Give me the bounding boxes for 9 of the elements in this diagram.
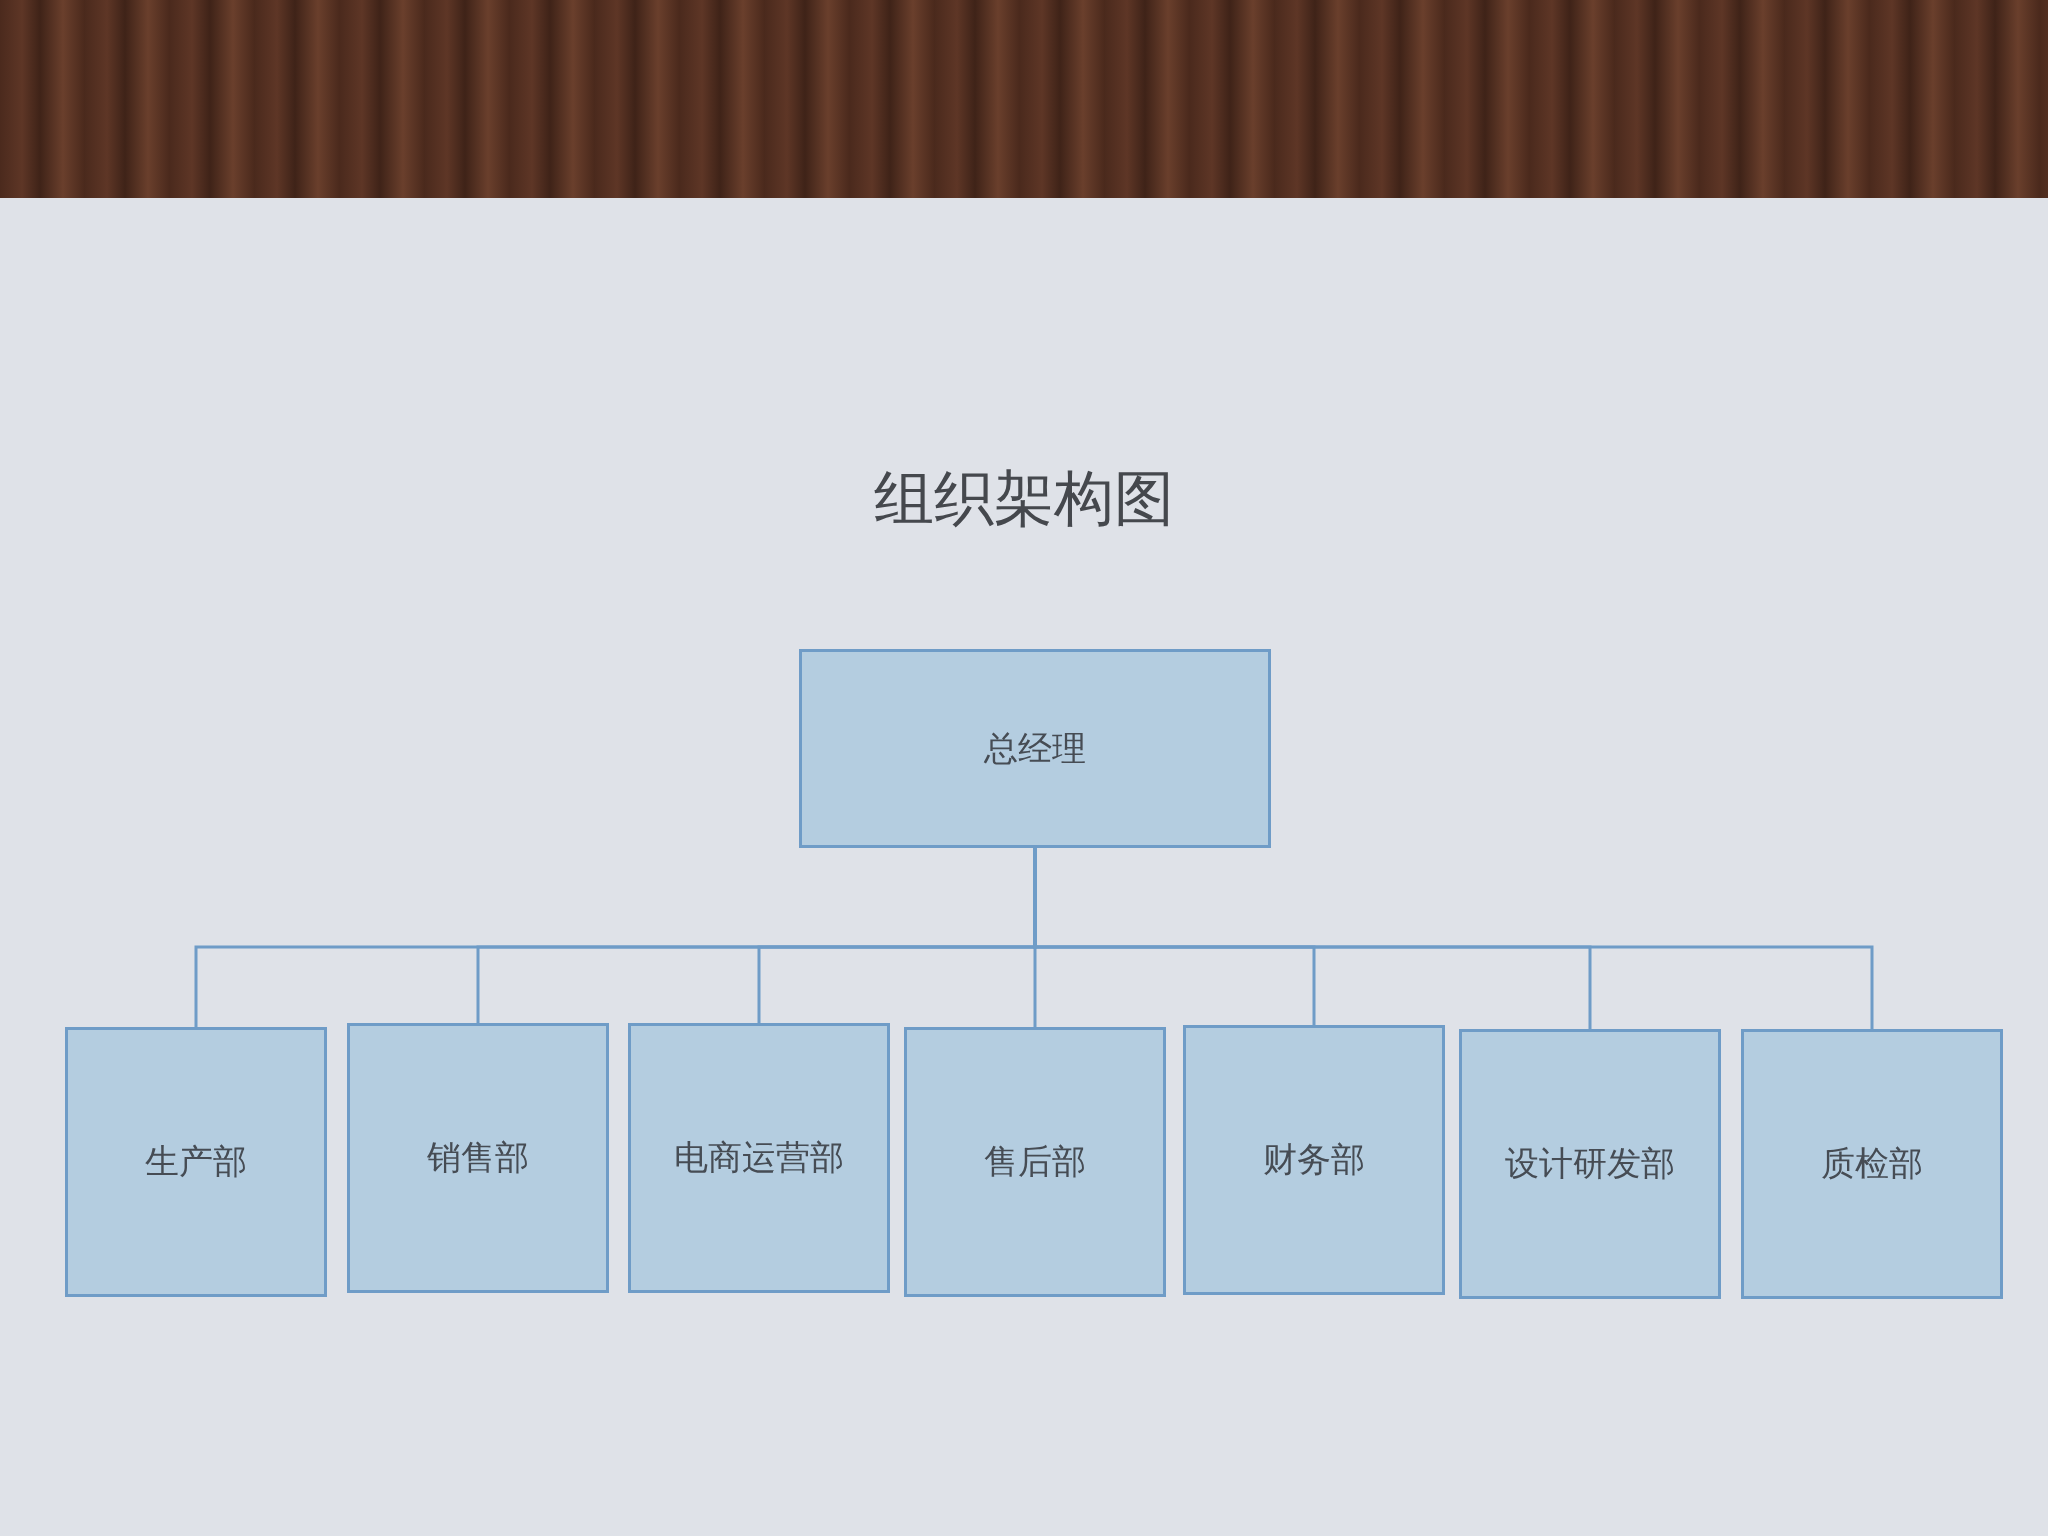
department-box: 电商运营部 (628, 1023, 890, 1293)
department-box: 财务部 (1183, 1025, 1445, 1295)
department-box: 销售部 (347, 1023, 609, 1293)
department-box: 生产部 (65, 1027, 327, 1297)
diagram-title: 组织架构图 (873, 462, 1175, 534)
department-box: 设计研发部 (1459, 1029, 1721, 1299)
manager-box: 总经理 (799, 649, 1271, 848)
department-box: 售后部 (904, 1027, 1166, 1297)
department-box: 质检部 (1741, 1029, 2003, 1299)
